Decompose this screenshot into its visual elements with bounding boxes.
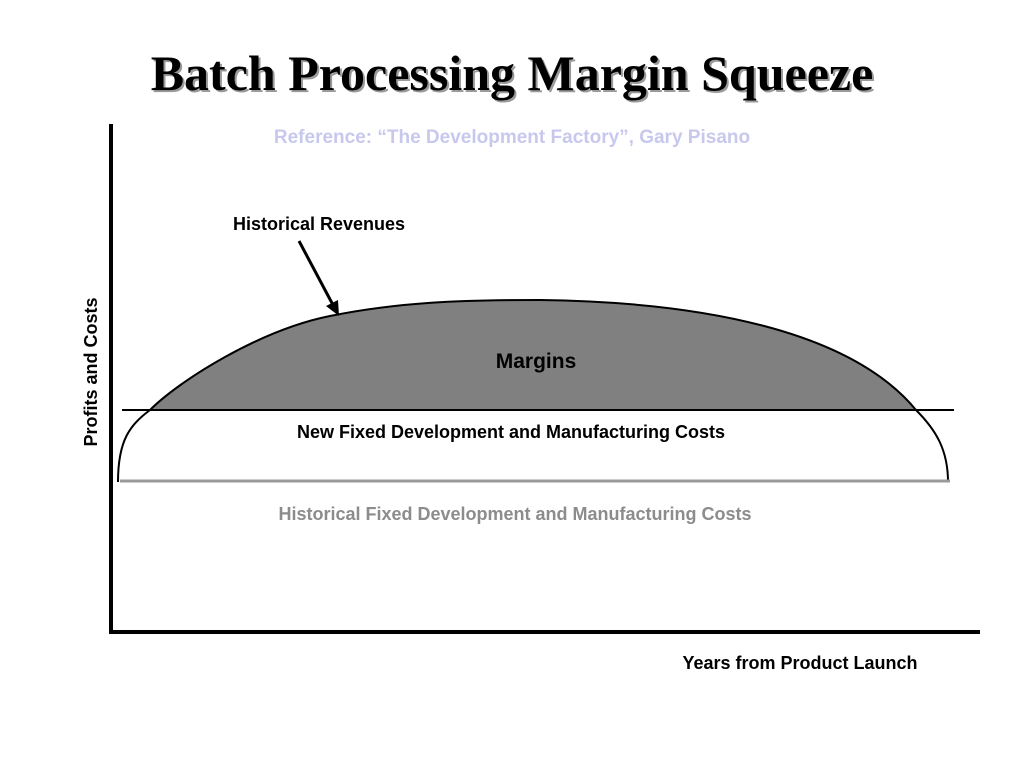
x-axis-label: Years from Product Launch	[682, 653, 917, 673]
slide-title: Batch Processing Margin Squeeze	[150, 45, 874, 101]
new-fixed-costs-label: New Fixed Development and Manufacturing …	[297, 422, 725, 442]
historical-revenue-curve	[117, 298, 949, 483]
reference-text: Reference: “The Development Factory”, Ga…	[274, 127, 750, 148]
y-axis-label: Profits and Costs	[81, 297, 101, 446]
historical-fixed-costs-label: Historical Fixed Development and Manufac…	[278, 504, 751, 524]
margins-label: Margins	[496, 350, 577, 373]
historical-revenues-label: Historical Revenues	[233, 214, 405, 234]
margin-area	[150, 300, 916, 410]
annotation-arrowhead	[326, 300, 339, 316]
annotation-arrow	[297, 240, 335, 306]
